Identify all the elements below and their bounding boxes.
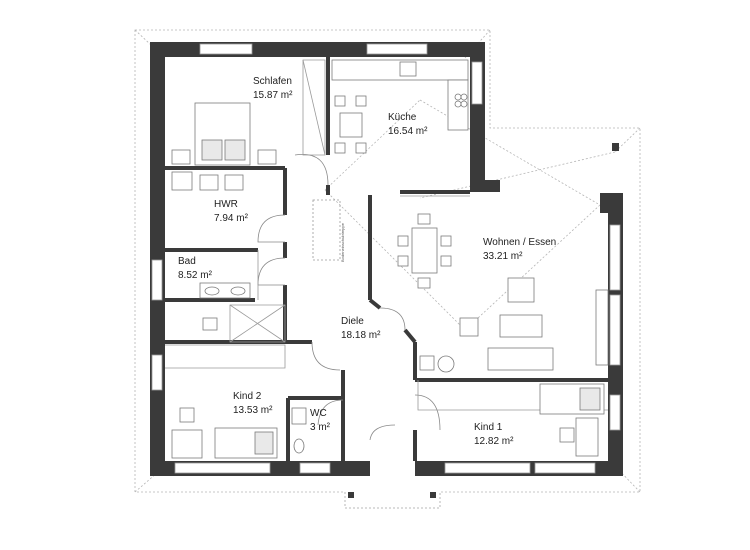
room-name-kind1: Kind 1 (474, 422, 503, 433)
room-name-diele: Diele (341, 316, 364, 327)
room-name-wc: WC (310, 408, 327, 419)
room-area-hwr: 7.94 m² (214, 213, 249, 224)
room-name-schlafen: Schlafen (253, 76, 292, 87)
stair-label: Bodeneinschubtreppe (340, 222, 345, 262)
room-area-kind2: 13.53 m² (233, 405, 273, 416)
room-area-kind1: 12.82 m² (474, 436, 514, 447)
room-name-kind2: Kind 2 (233, 391, 262, 402)
exterior-walls (150, 42, 623, 476)
interior-walls (165, 57, 608, 461)
room-area-wohnen: 33.21 m² (483, 251, 523, 262)
room-area-bad: 8.52 m² (178, 270, 213, 281)
room-area-wc: 3 m² (310, 422, 331, 433)
room-name-wohnen: Wohnen / Essen (483, 237, 556, 248)
room-name-hwr: HWR (214, 199, 238, 210)
room-area-diele: 18.18 m² (341, 330, 381, 341)
furniture (171, 59, 609, 459)
room-area-schlafen: 15.87 m² (253, 90, 293, 101)
room-labels: Schlafen 15.87 m² Küche 16.54 m² HWR 7.9… (178, 76, 556, 447)
room-name-bad: Bad (178, 256, 196, 267)
room-area-kueche: 16.54 m² (388, 126, 428, 137)
doors (165, 59, 608, 441)
room-name-kueche: Küche (388, 112, 417, 123)
